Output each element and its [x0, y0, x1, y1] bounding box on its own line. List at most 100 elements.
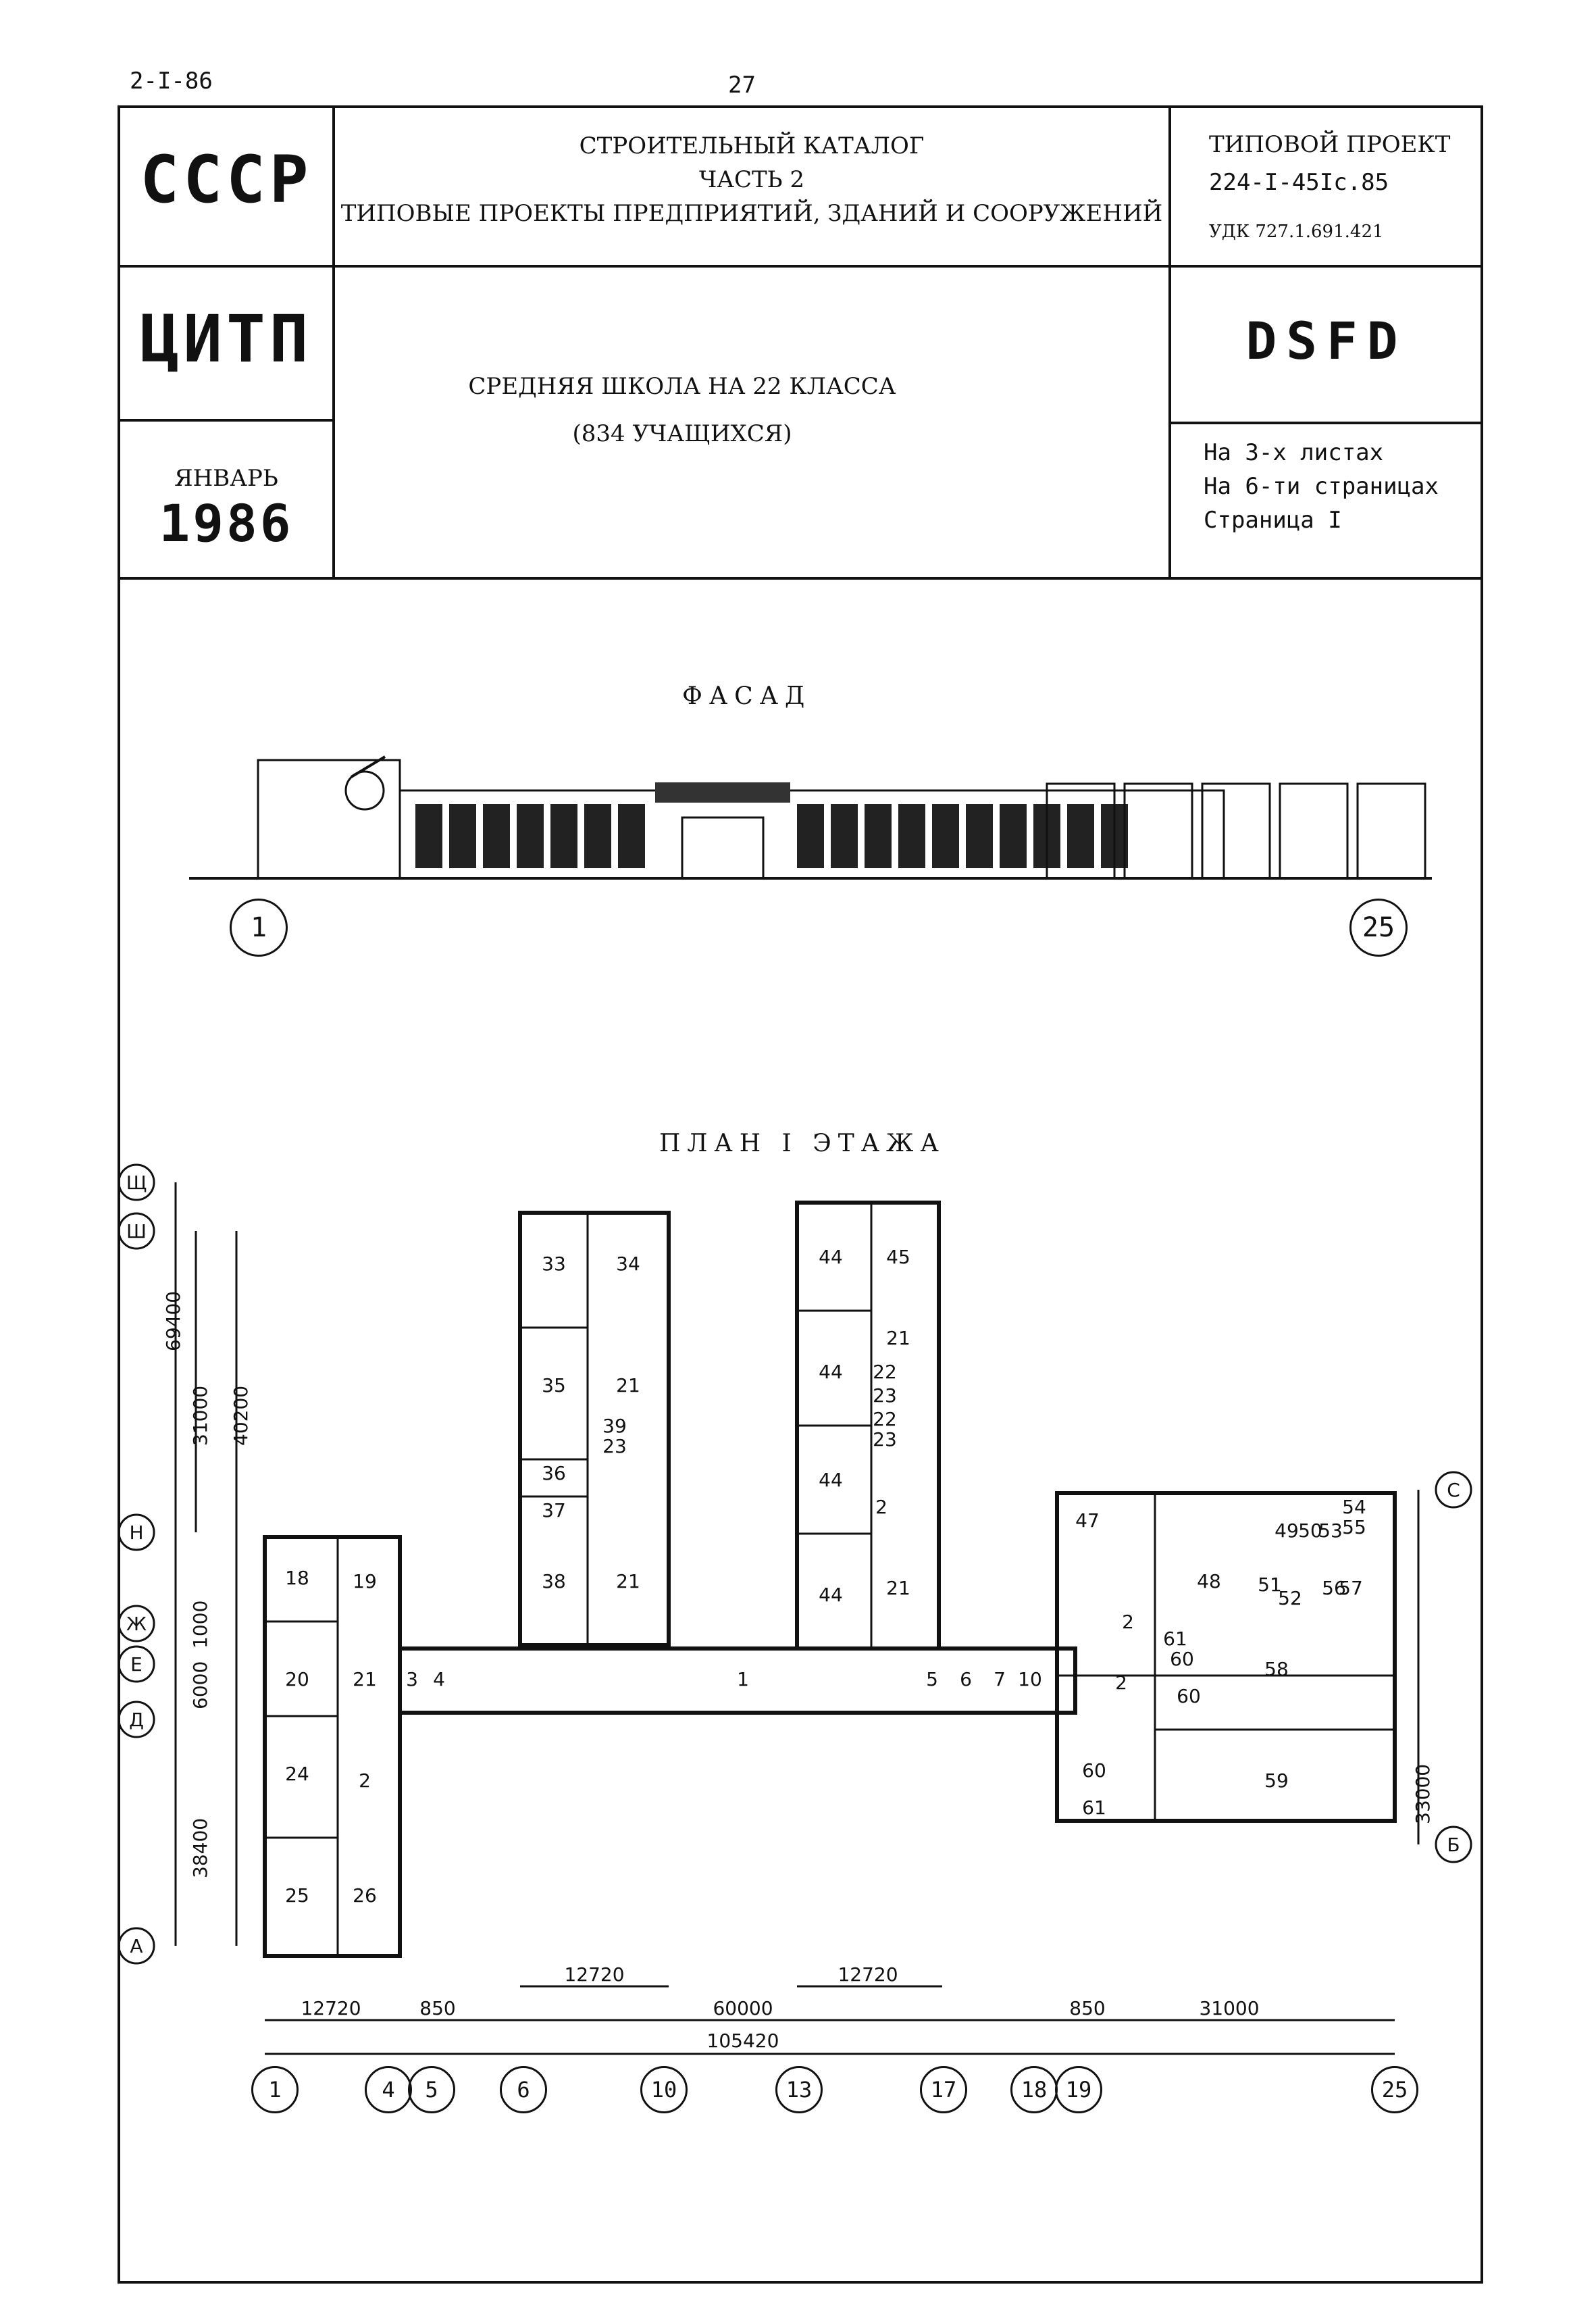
svg-text:34: 34: [616, 1253, 640, 1275]
svg-text:23: 23: [873, 1428, 897, 1451]
svg-text:60000: 60000: [713, 1997, 773, 2019]
facade-axis-right: 25: [1349, 899, 1408, 957]
catalog-part: ЧАСТЬ 2: [698, 166, 805, 193]
axis-bubble-5: 5: [408, 2066, 455, 2113]
svg-text:48: 48: [1197, 1570, 1221, 1592]
svg-text:60: 60: [1082, 1759, 1106, 1782]
svg-text:33: 33: [542, 1253, 566, 1275]
org-ussr: СССР: [140, 142, 313, 218]
svg-text:А: А: [130, 1935, 143, 1957]
svg-text:56: 56: [1322, 1577, 1346, 1599]
svg-text:Ж: Ж: [126, 1613, 147, 1635]
svg-text:44: 44: [819, 1469, 843, 1491]
svg-text:23: 23: [602, 1435, 627, 1457]
svg-text:7: 7: [994, 1668, 1006, 1690]
svg-text:Н: Н: [129, 1521, 143, 1544]
svg-text:38400: 38400: [189, 1818, 211, 1878]
axis-bubble-19: 19: [1055, 2066, 1102, 2113]
svg-text:23: 23: [873, 1384, 897, 1407]
svg-text:1000: 1000: [189, 1601, 211, 1649]
svg-text:58: 58: [1264, 1658, 1289, 1680]
svg-text:2: 2: [359, 1769, 371, 1792]
svg-text:10: 10: [1018, 1668, 1042, 1690]
page-number: 27: [728, 72, 756, 99]
svg-text:19: 19: [353, 1570, 377, 1592]
axis-bubble-13: 13: [775, 2066, 823, 2113]
object-name: СРЕДНЯЯ ШКОЛА НА 22 КЛАССА: [468, 373, 896, 400]
axis-bubble-1: 1: [251, 2066, 299, 2113]
svg-text:40200: 40200: [230, 1386, 252, 1446]
svg-text:6000: 6000: [189, 1661, 211, 1709]
sheet-code: 2-I-86: [130, 68, 213, 95]
svg-text:57: 57: [1339, 1577, 1363, 1599]
plan-title: ПЛАН I ЭТАЖА: [659, 1130, 946, 1157]
svg-text:21: 21: [616, 1374, 640, 1397]
svg-text:35: 35: [542, 1374, 566, 1397]
title-block-vline-left: [332, 105, 335, 578]
title-block-divider-right: [1170, 422, 1483, 424]
title-block-divider-left: [118, 419, 334, 422]
catalog-section: ТИПОВЫЕ ПРОЕКТЫ ПРЕДПРИЯТИЙ, ЗДАНИЙ И СО…: [340, 200, 1163, 227]
svg-text:3: 3: [406, 1668, 418, 1690]
svg-text:12720: 12720: [838, 1963, 898, 1986]
facade-title: ФАСАД: [682, 682, 812, 710]
org-citp: ЦИТП: [140, 301, 313, 377]
svg-text:850: 850: [1069, 1997, 1105, 2019]
svg-text:39: 39: [602, 1415, 627, 1437]
svg-text:Е: Е: [130, 1653, 143, 1676]
project-label: ТИПОВОЙ ПРОЕКТ: [1209, 131, 1451, 158]
svg-text:53: 53: [1318, 1519, 1343, 1542]
udk-code: УДК 727.1.691.421: [1209, 222, 1384, 242]
svg-text:6: 6: [960, 1668, 972, 1690]
svg-text:59: 59: [1264, 1769, 1289, 1792]
svg-text:31000: 31000: [189, 1386, 211, 1446]
object-capacity: (834 УЧАЩИХСЯ): [572, 420, 792, 447]
svg-text:60: 60: [1170, 1648, 1194, 1670]
svg-text:21: 21: [353, 1668, 377, 1690]
svg-text:12720: 12720: [301, 1997, 361, 2019]
axis-bubble-18: 18: [1010, 2066, 1058, 2113]
svg-text:55: 55: [1342, 1516, 1366, 1538]
svg-text:Б: Б: [1447, 1834, 1460, 1856]
svg-text:Д: Д: [129, 1709, 144, 1731]
axis-bubble-4: 4: [365, 2066, 412, 2113]
svg-text:Ш: Ш: [126, 1220, 147, 1242]
svg-text:49: 49: [1275, 1519, 1299, 1542]
svg-text:44: 44: [819, 1246, 843, 1268]
title-block-vline-right: [1168, 105, 1171, 578]
svg-text:Щ: Щ: [126, 1172, 147, 1194]
title-block-divider-1: [118, 265, 1483, 268]
svg-text:20: 20: [285, 1668, 309, 1690]
svg-text:21: 21: [886, 1577, 910, 1599]
svg-text:850: 850: [419, 1997, 455, 2019]
svg-text:21: 21: [616, 1570, 640, 1592]
svg-text:38: 38: [542, 1570, 566, 1592]
svg-text:61: 61: [1082, 1796, 1106, 1819]
svg-text:60: 60: [1177, 1685, 1201, 1707]
svg-text:50: 50: [1298, 1519, 1322, 1542]
svg-text:24: 24: [285, 1763, 309, 1785]
svg-text:26: 26: [353, 1884, 377, 1907]
svg-text:54: 54: [1342, 1496, 1366, 1518]
svg-text:36: 36: [542, 1462, 566, 1484]
svg-text:69400: 69400: [162, 1291, 184, 1351]
axis-bubble-25: 25: [1371, 2066, 1418, 2113]
svg-text:61: 61: [1163, 1628, 1187, 1650]
svg-text:22: 22: [873, 1361, 897, 1383]
svg-text:37: 37: [542, 1499, 566, 1521]
svg-text:33000: 33000: [1412, 1764, 1434, 1824]
svg-text:12720: 12720: [564, 1963, 624, 1986]
svg-text:45: 45: [886, 1246, 910, 1268]
sheets-info: На 3-х листах: [1204, 439, 1384, 466]
drawing-frame: [118, 105, 1483, 2284]
svg-text:21: 21: [886, 1327, 910, 1349]
svg-text:105420: 105420: [707, 2030, 779, 2052]
svg-text:25: 25: [285, 1884, 309, 1907]
svg-text:44: 44: [819, 1361, 843, 1383]
title-block-divider-bottom: [118, 577, 1483, 580]
project-number: 224-I-45Ic.85: [1209, 169, 1389, 196]
svg-text:2: 2: [1122, 1611, 1134, 1633]
svg-text:31000: 31000: [1199, 1997, 1259, 2019]
svg-text:18: 18: [285, 1567, 309, 1589]
axis-bubble-17: 17: [920, 2066, 967, 2113]
